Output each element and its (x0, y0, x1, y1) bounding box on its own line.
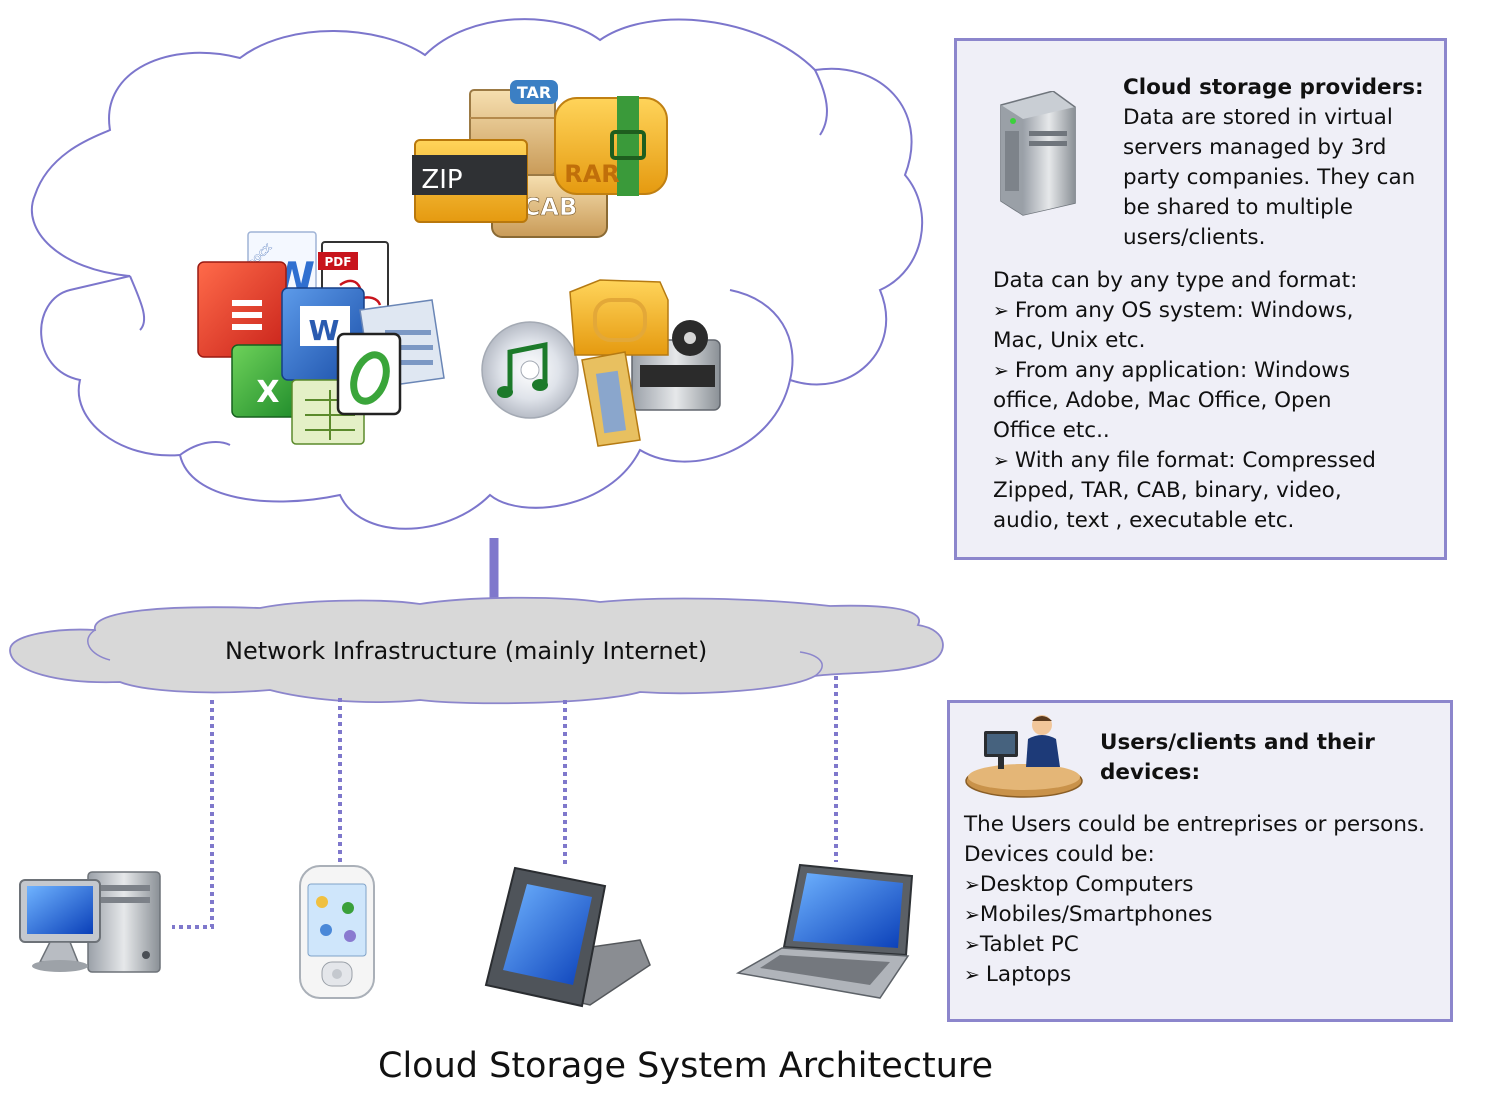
svg-text:W: W (309, 314, 340, 347)
providers-item-cont: Office etc.. (993, 418, 1110, 443)
providers-item-cont: Zipped, TAR, CAB, binary, video, (993, 478, 1342, 503)
arrow-bullet-icon: ➢ (964, 874, 980, 896)
providers-desc-line: party companies. They can (1123, 165, 1416, 190)
providers-item: ➢From any OS system: Windows, (993, 296, 1353, 326)
pdf-label: PDF (325, 255, 352, 269)
device-connectors (172, 676, 838, 929)
providers-desc-line: Data are stored in virtual (1123, 105, 1393, 130)
providers-desc-line: servers managed by 3rd (1123, 135, 1387, 160)
svg-text:X: X (256, 375, 279, 410)
users-panel: Users/clients and their devices: The Use… (947, 700, 1453, 1022)
desktop-computer-icon (19, 871, 161, 973)
providers-item: ➢With any file format: Compressed (993, 446, 1376, 476)
users-device-item: ➢Mobiles/Smartphones (964, 900, 1212, 930)
providers-panel: Cloud storage providers: Data are stored… (954, 38, 1447, 560)
users-title-line: Users/clients and their (1100, 730, 1375, 755)
providers-item: ➢From any application: Windows (993, 356, 1350, 386)
archive-rar-label: RAR (564, 160, 620, 188)
archive-icons: CAB TAR ZIP RAR (412, 80, 668, 238)
network-label: Network Infrastructure (mainly Internet) (225, 637, 708, 665)
smartphone-icon (299, 865, 375, 999)
users-device-text: Tablet PC (979, 932, 1079, 957)
providers-item-cont: audio, text , executable etc. (993, 508, 1295, 533)
user-at-desk-icon (965, 715, 1083, 798)
media-icons (481, 279, 721, 447)
providers-item-cont: Mac, Unix etc. (993, 328, 1146, 353)
archive-zip-label: ZIP (421, 165, 462, 195)
users-title-line: devices: (1100, 760, 1201, 785)
document-icons: DOCX W PDF X W (197, 231, 445, 445)
film-icon (631, 320, 721, 411)
music-cd-icon (481, 321, 579, 419)
open-office-icon (336, 332, 402, 416)
arrow-bullet-icon: ➢ (993, 300, 1009, 322)
figure-caption: Cloud Storage System Architecture (378, 1046, 994, 1086)
network-cloud (9, 596, 944, 705)
providers-item-text: From any application: Windows (1014, 358, 1351, 383)
providers-title: Cloud storage providers: (1123, 75, 1424, 100)
arrow-bullet-icon: ➢ (964, 904, 980, 926)
desktop-connector (172, 700, 214, 929)
providers-item-cont: office, Adobe, Mac Office, Open (993, 388, 1332, 413)
users-device-text: Desktop Computers (979, 872, 1194, 897)
archive-cab-label: CAB (523, 193, 577, 221)
users-desc-line: The Users could be entreprises or person… (964, 812, 1425, 837)
archive-zip-icon: ZIP (412, 139, 528, 223)
tablet-pc-icon (484, 866, 651, 1008)
users-device-item: ➢Laptops (964, 960, 1071, 990)
presentation-icon (197, 261, 287, 358)
users-device-text: Mobiles/Smartphones (979, 902, 1213, 927)
arrow-bullet-icon: ➢ (964, 964, 980, 986)
providers-desc-line: be shared to multiple (1123, 195, 1354, 220)
arrow-bullet-icon: ➢ (993, 450, 1009, 472)
arrow-bullet-icon: ➢ (993, 360, 1009, 382)
users-device-item: ➢Tablet PC (964, 930, 1079, 960)
users-desc-line: Devices could be: (964, 842, 1155, 867)
archive-tar-label: TAR (517, 83, 551, 102)
archive-rar-icon: RAR (554, 96, 668, 196)
users-device-text: Laptops (985, 962, 1072, 987)
server-icon (1000, 91, 1076, 216)
users-device-item: ➢Desktop Computers (964, 870, 1194, 900)
laptop-icon (735, 863, 914, 999)
providers-item-text: From any OS system: Windows, (1014, 298, 1354, 323)
open-folder-icon (569, 279, 669, 447)
providers-item-text: With any file format: Compressed (1014, 448, 1376, 473)
providers-desc-line: users/clients. (1123, 225, 1266, 250)
providers-intro: Data can by any type and format: (993, 268, 1358, 293)
arrow-bullet-icon: ➢ (964, 934, 980, 956)
